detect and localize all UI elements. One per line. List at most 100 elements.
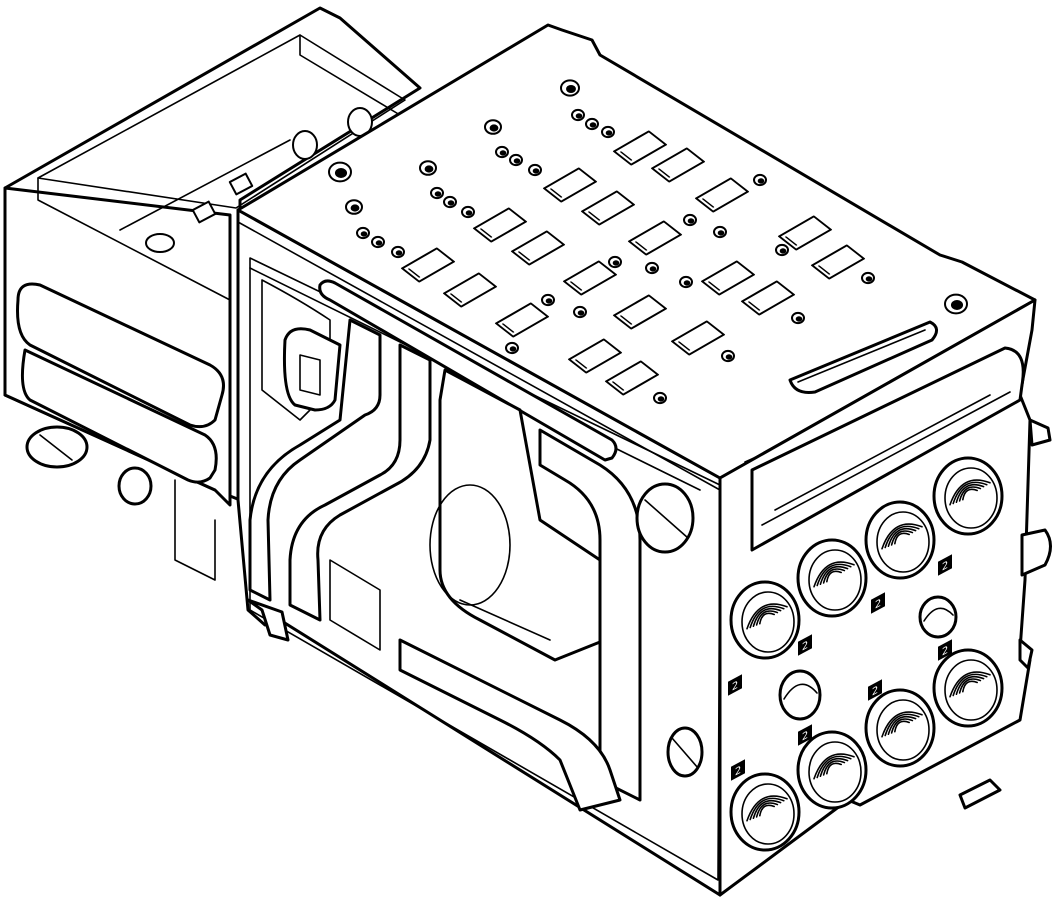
svg-text:2: 2 [942, 558, 948, 574]
svg-text:2: 2 [872, 683, 878, 699]
threaded-port-8 [932, 648, 1004, 728]
side-slot-upper [16, 282, 225, 429]
svg-text:2: 2 [802, 728, 808, 744]
rear-housing [3, 6, 422, 507]
top-hole-18 [944, 293, 968, 315]
upper-channel-slot [318, 279, 618, 462]
valve-pad-17 [442, 272, 498, 308]
contact-pin-1 [191, 200, 217, 224]
top-hole-19 [753, 173, 767, 187]
valve-pad-9 [700, 260, 756, 296]
lower-channel-slot [398, 638, 622, 812]
top-hole-27 [541, 293, 555, 307]
top-hole-23 [861, 271, 875, 285]
port-marking-6: 2 [868, 679, 882, 701]
top-hole-26 [679, 275, 693, 289]
port-marking-7: 2 [798, 724, 812, 746]
side-lug-bottom [1018, 638, 1034, 670]
top-hole-2 [571, 108, 585, 122]
top-hole-5 [484, 119, 502, 135]
top-hole-32 [653, 391, 667, 405]
valve-pad-3 [694, 177, 750, 213]
top-hole-4 [601, 125, 615, 139]
port-marking-2: 2 [871, 592, 885, 614]
top-hole-28 [573, 305, 587, 319]
top-hole-11 [443, 195, 457, 209]
mounting-foot [246, 598, 290, 642]
threaded-port-2 [796, 538, 868, 618]
top-hole-9 [419, 160, 437, 176]
flow-channel-b [288, 343, 432, 622]
screw-boss-2 [292, 130, 318, 160]
valve-pad-15 [670, 320, 726, 356]
top-hole-3 [585, 117, 599, 131]
valve-pad-11 [472, 207, 528, 243]
threaded-port-5 [729, 772, 801, 852]
port-markings: 2 2 2 2 2 2 2 2 [728, 554, 952, 781]
threaded-working-ports [729, 456, 1004, 852]
svg-text:2: 2 [735, 763, 741, 779]
valve-pad-18 [494, 302, 550, 338]
top-hole-24 [608, 255, 622, 269]
valve-pad-4 [777, 215, 833, 251]
port-marking-8: 2 [731, 759, 745, 781]
valve-pad-16 [400, 247, 456, 283]
valve-pad-10 [740, 280, 796, 316]
top-hole-7 [509, 153, 523, 167]
flow-channel-a [248, 318, 382, 602]
svg-text:2: 2 [802, 638, 808, 654]
top-hole-12 [461, 205, 475, 219]
screw-hole-left-housing [117, 466, 153, 506]
svg-text:2: 2 [942, 643, 948, 659]
top-hole-14 [356, 226, 370, 240]
top-face-holes [328, 79, 968, 405]
top-hole-30 [505, 341, 519, 355]
valve-pad-19 [567, 338, 623, 374]
top-hole-22 [775, 243, 789, 257]
port-marking-5: 2 [728, 674, 742, 696]
top-hole-10 [430, 186, 444, 200]
top-hole-17 [328, 161, 352, 183]
valve-pad-1 [612, 130, 668, 166]
valve-pad-8 [627, 220, 683, 256]
port-marking-3: 2 [798, 634, 812, 656]
svg-text:2: 2 [875, 596, 881, 612]
valve-pad-14 [612, 294, 668, 330]
front-pilot-hole-2 [778, 669, 822, 721]
top-hole-15 [371, 235, 385, 249]
svg-text:2: 2 [732, 678, 738, 694]
port-marking-4: 2 [938, 639, 952, 661]
port-marking-1: 2 [938, 554, 952, 576]
side-lug-middle [1020, 528, 1052, 577]
valve-pad-6 [542, 167, 598, 203]
top-hole-6 [495, 145, 509, 159]
top-hole-16 [391, 245, 405, 259]
side-lug-top [1028, 418, 1052, 447]
manifold-side-face [174, 208, 722, 897]
valve-pad-20 [604, 360, 660, 396]
flow-channel-c [538, 428, 642, 802]
valve-pad-7 [580, 190, 636, 226]
valve-pad-12 [510, 230, 566, 266]
top-hole-29 [791, 311, 805, 325]
bottom-foot-front [958, 778, 1002, 810]
top-hole-20 [683, 213, 697, 227]
valve-pad-5 [810, 244, 866, 280]
top-hole-25 [645, 261, 659, 275]
top-hole-8 [528, 163, 542, 177]
threaded-port-3 [864, 500, 936, 580]
threaded-port-7 [864, 688, 936, 768]
threaded-port-1 [729, 580, 801, 660]
top-hole-13 [345, 199, 363, 215]
contact-pin-2 [228, 172, 254, 196]
top-hole-1 [560, 79, 580, 97]
valve-pad-13 [562, 260, 618, 296]
channel-cavity-1 [282, 327, 342, 412]
top-hole-31 [721, 349, 735, 363]
top-hole-21 [713, 225, 727, 239]
threaded-port-4 [932, 456, 1004, 536]
valve-pad-2 [650, 147, 706, 183]
threaded-port-6 [796, 730, 868, 810]
front-pilot-hole-1 [918, 595, 958, 639]
